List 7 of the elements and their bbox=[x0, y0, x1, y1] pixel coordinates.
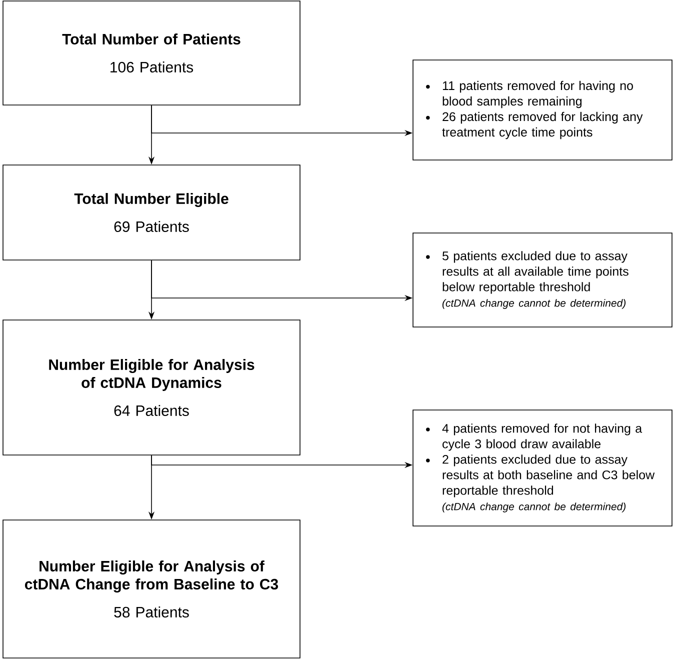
exclusion-box: 11 patients removed for having no blood samples remaining 26 patients removed for lacking any treatment cycle time points bbox=[412, 60, 672, 160]
process-box: Number Eligible for Analysis of ctDNA Change from Baseline to C3 58 Patients bbox=[2, 520, 300, 658]
process-box: Total Number Eligible 69 Patients bbox=[2, 164, 300, 260]
exclusion-box: 4 patients removed for not having a cycle 3 blood draw available 2 patients excluded due to assay results at both baseline and C3 below reportable threshold (ctDNA change cannot be determined) bbox=[412, 410, 672, 526]
process-box: Number Eligible for Analysis of ctDNA Dynamics 64 Patients bbox=[2, 320, 300, 456]
exclusion-box: 5 patients excluded due to assay results at all available time points below reportable threshold (ctDNA change cannot be determined) bbox=[412, 232, 672, 328]
process-box: Total Number of Patients 106 Patients bbox=[2, 0, 300, 106]
